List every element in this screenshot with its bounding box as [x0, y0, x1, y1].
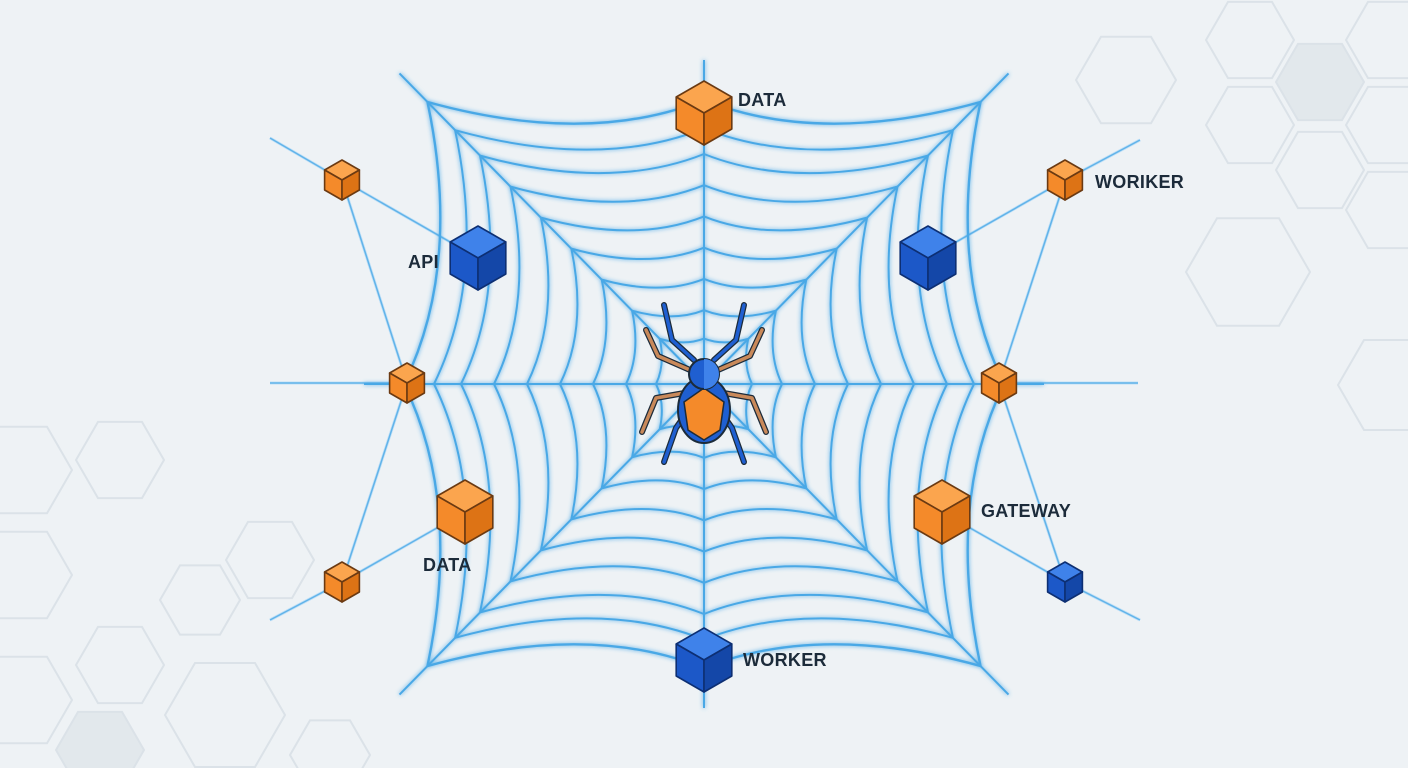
outer-worker-node-icon [1046, 159, 1084, 201]
web-spiral-thread [492, 184, 916, 584]
label-layer: DATA WORIKER API GATEWAY DATA WORKER [408, 90, 1184, 670]
web-spiral-thread [558, 246, 850, 522]
outer-connection-line [998, 179, 1066, 384]
background-hexagon [1336, 339, 1408, 431]
background-hexagon [288, 719, 372, 768]
background-hexagon [1074, 35, 1178, 125]
web-radial-thread [703, 383, 1010, 696]
background-hexagon [0, 425, 74, 515]
outer-bottom-left-node-icon [323, 561, 361, 603]
outer-connection-line [341, 179, 408, 384]
background-hexagon [0, 530, 74, 620]
background-hexagon [163, 662, 287, 768]
web-spiral-thread [525, 215, 883, 553]
label-data-top: DATA [738, 90, 787, 110]
right-mid-node-icon [980, 362, 1018, 404]
background-hexagon [158, 564, 242, 636]
upper-right-hub-node-icon [899, 225, 957, 291]
background-hexagon [1344, 0, 1408, 80]
web-spiral-thread [624, 309, 784, 459]
background-hexagon [1204, 85, 1296, 165]
background-hexagon [1344, 85, 1408, 165]
background-hexagon [1344, 170, 1408, 250]
outer-connection-line [998, 382, 1066, 583]
label-worker-bottom: WORKER [743, 650, 827, 670]
background-hexagon [0, 655, 74, 745]
node-layer [323, 80, 1084, 693]
outer-top-left-node-icon [323, 159, 361, 201]
background-hexagon [74, 625, 166, 705]
left-mid-node-icon [388, 362, 426, 404]
web-radial-thread [703, 72, 1010, 385]
background-hexagon [1274, 130, 1366, 210]
background-hexagon [1204, 0, 1296, 80]
label-api: API [408, 252, 439, 272]
gateway-node-icon [913, 479, 971, 545]
spider-icon [639, 302, 769, 465]
data-top-node-icon [675, 80, 733, 146]
label-gateway: GATEWAY [981, 501, 1071, 521]
background-hexagon [1184, 217, 1312, 327]
web-spiral-thread [591, 277, 817, 491]
background-hexagon [54, 710, 146, 768]
outer-bottom-right-node-icon [1046, 561, 1084, 603]
label-data-lower-left: DATA [423, 555, 472, 575]
outer-connection-line [341, 382, 408, 583]
background-hexagon [224, 520, 316, 600]
label-worker-upper-right: WORIKER [1095, 172, 1184, 192]
worker-bottom-node-icon [675, 627, 733, 693]
background-hexagon [1274, 42, 1366, 122]
web-radial-thread [398, 383, 705, 696]
data-lower-left-node-icon [436, 479, 494, 545]
api-node-icon [449, 225, 507, 291]
web-radial-thread [398, 72, 705, 385]
background-hexagon [74, 420, 166, 500]
